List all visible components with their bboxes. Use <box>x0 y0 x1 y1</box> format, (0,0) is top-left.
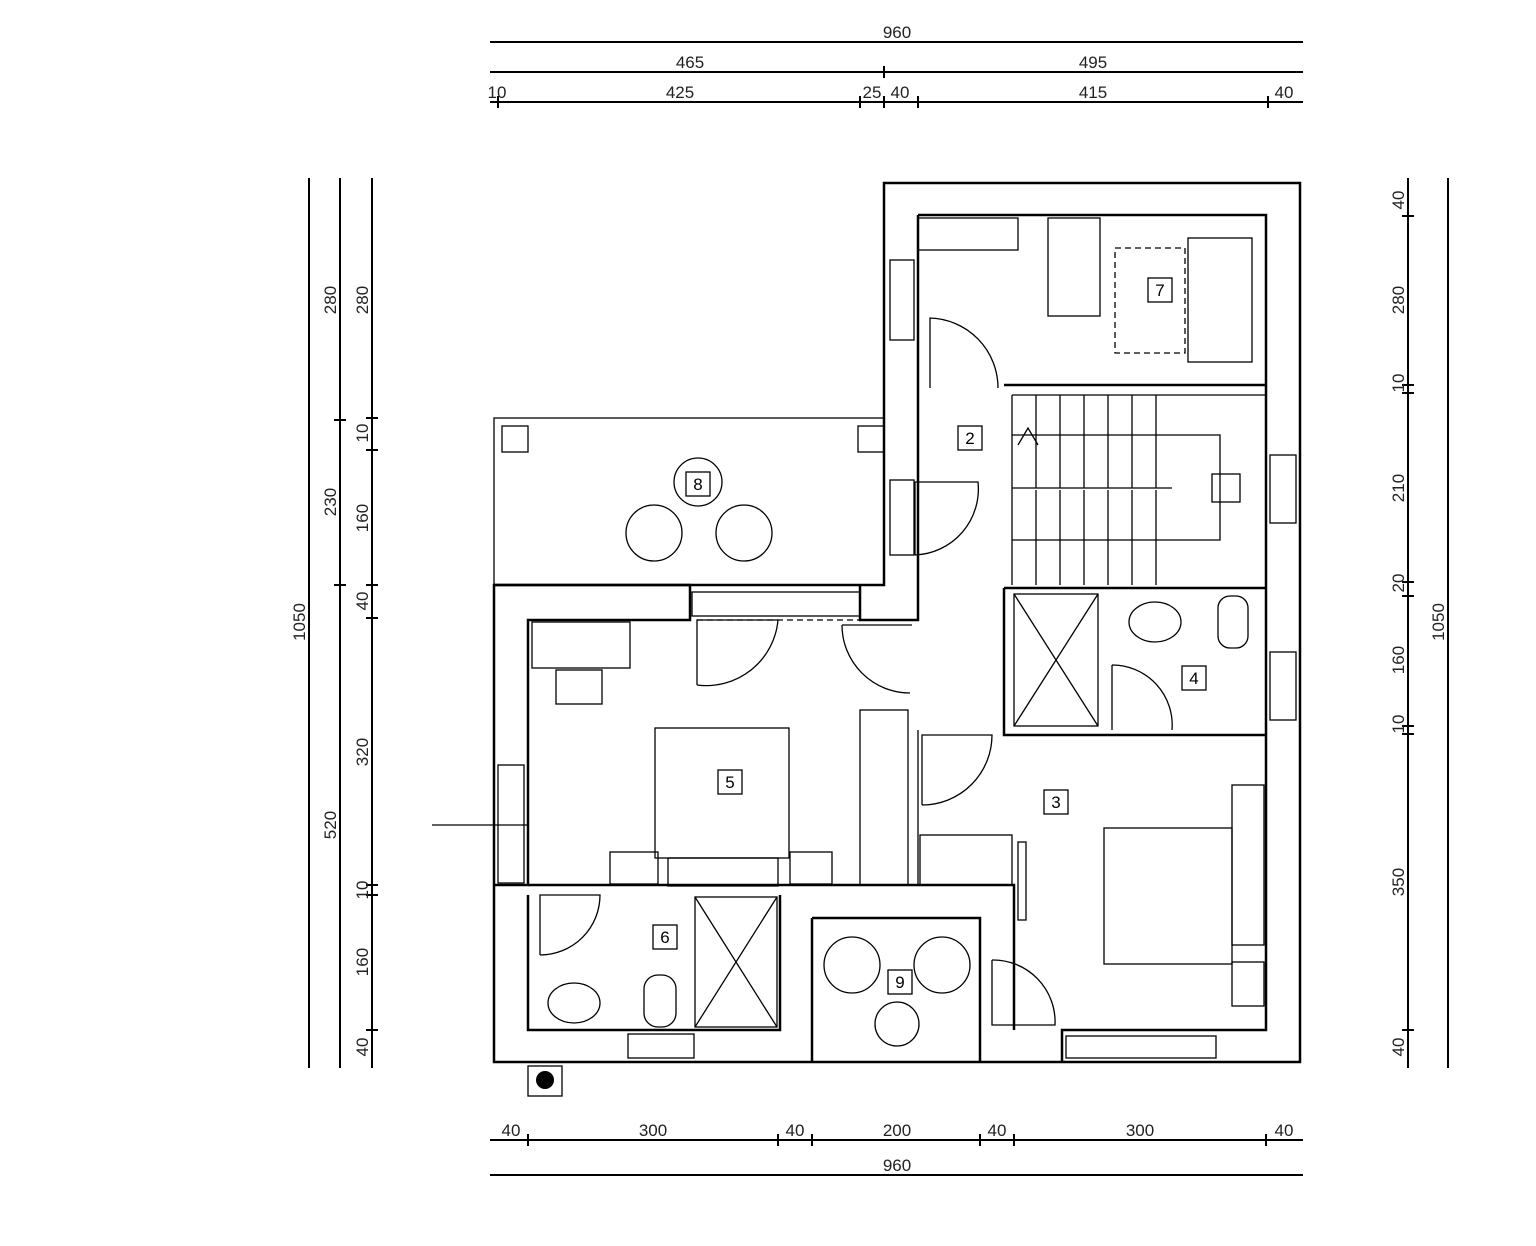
room-label-4: 4 <box>1189 669 1198 688</box>
dim-left-detail: 40 <box>353 1038 372 1057</box>
furniture <box>432 217 1266 1097</box>
dim-top-detail: 40 <box>1275 83 1294 102</box>
dim-right-total: 1050 <box>1429 603 1448 641</box>
dim-left-total: 1050 <box>290 603 309 641</box>
room-label-8: 8 <box>693 475 702 494</box>
dim-left-detail: 10 <box>353 424 372 443</box>
dim-left-detail: 160 <box>353 948 372 976</box>
dim-right-detail: 10 <box>1389 715 1408 734</box>
dim-bottom-detail: 40 <box>502 1121 521 1140</box>
dim-top-detail: 425 <box>666 83 694 102</box>
left-dimensions: 1050 280 230 520 280 10 160 40 320 10 16… <box>290 178 378 1068</box>
dim-bottom-detail: 300 <box>639 1121 667 1140</box>
dim-top-detail: 40 <box>891 83 910 102</box>
dim-right-detail: 160 <box>1389 646 1408 674</box>
dim-top-mid: 495 <box>1079 53 1107 72</box>
dim-top-detail: 10 <box>488 83 507 102</box>
dim-left-detail: 280 <box>353 286 372 314</box>
dim-left-detail: 160 <box>353 504 372 532</box>
dim-bottom-detail: 40 <box>988 1121 1007 1140</box>
dim-left-mid: 520 <box>321 811 340 839</box>
dim-top-mid: 465 <box>676 53 704 72</box>
room-label-6: 6 <box>660 928 669 947</box>
room-label-7: 7 <box>1155 281 1164 300</box>
dim-right-detail: 280 <box>1389 286 1408 314</box>
room-label-9: 9 <box>895 973 904 992</box>
walls <box>492 181 1302 1064</box>
dim-right-detail: 210 <box>1389 474 1408 502</box>
room-label-2: 2 <box>965 429 974 448</box>
dim-top-detail: 25 <box>863 83 882 102</box>
dim-left-mid: 230 <box>321 488 340 516</box>
top-dimensions: 960 465 495 10 425 25 40 415 40 <box>488 23 1303 108</box>
dim-bottom-detail: 200 <box>883 1121 911 1140</box>
dim-right-detail: 350 <box>1389 868 1408 896</box>
right-dimensions: 40 280 10 210 20 160 10 350 40 1050 <box>1389 178 1449 1068</box>
dim-top-total: 960 <box>883 23 911 42</box>
doors <box>539 317 1173 1026</box>
dim-top-detail: 415 <box>1079 83 1107 102</box>
room-labels: 2 3 4 5 6 7 8 9 <box>652 277 1207 995</box>
dim-left-detail: 10 <box>353 881 372 900</box>
dim-left-detail: 40 <box>353 592 372 611</box>
dim-bottom-detail: 300 <box>1126 1121 1154 1140</box>
dim-bottom-total: 960 <box>883 1156 911 1175</box>
dim-right-detail: 10 <box>1389 374 1408 393</box>
dim-right-detail: 40 <box>1389 1038 1408 1057</box>
windows <box>497 259 1297 1059</box>
room-label-3: 3 <box>1051 793 1060 812</box>
dim-bottom-detail: 40 <box>786 1121 805 1140</box>
bottom-dimensions: 40 300 40 200 40 300 40 960 <box>490 1121 1303 1176</box>
dim-bottom-detail: 40 <box>1275 1121 1294 1140</box>
dim-left-mid: 280 <box>321 286 340 314</box>
dim-right-detail: 40 <box>1389 191 1408 210</box>
dim-left-detail: 320 <box>353 738 372 766</box>
dim-right-detail: 20 <box>1389 574 1408 593</box>
room-label-5: 5 <box>725 773 734 792</box>
